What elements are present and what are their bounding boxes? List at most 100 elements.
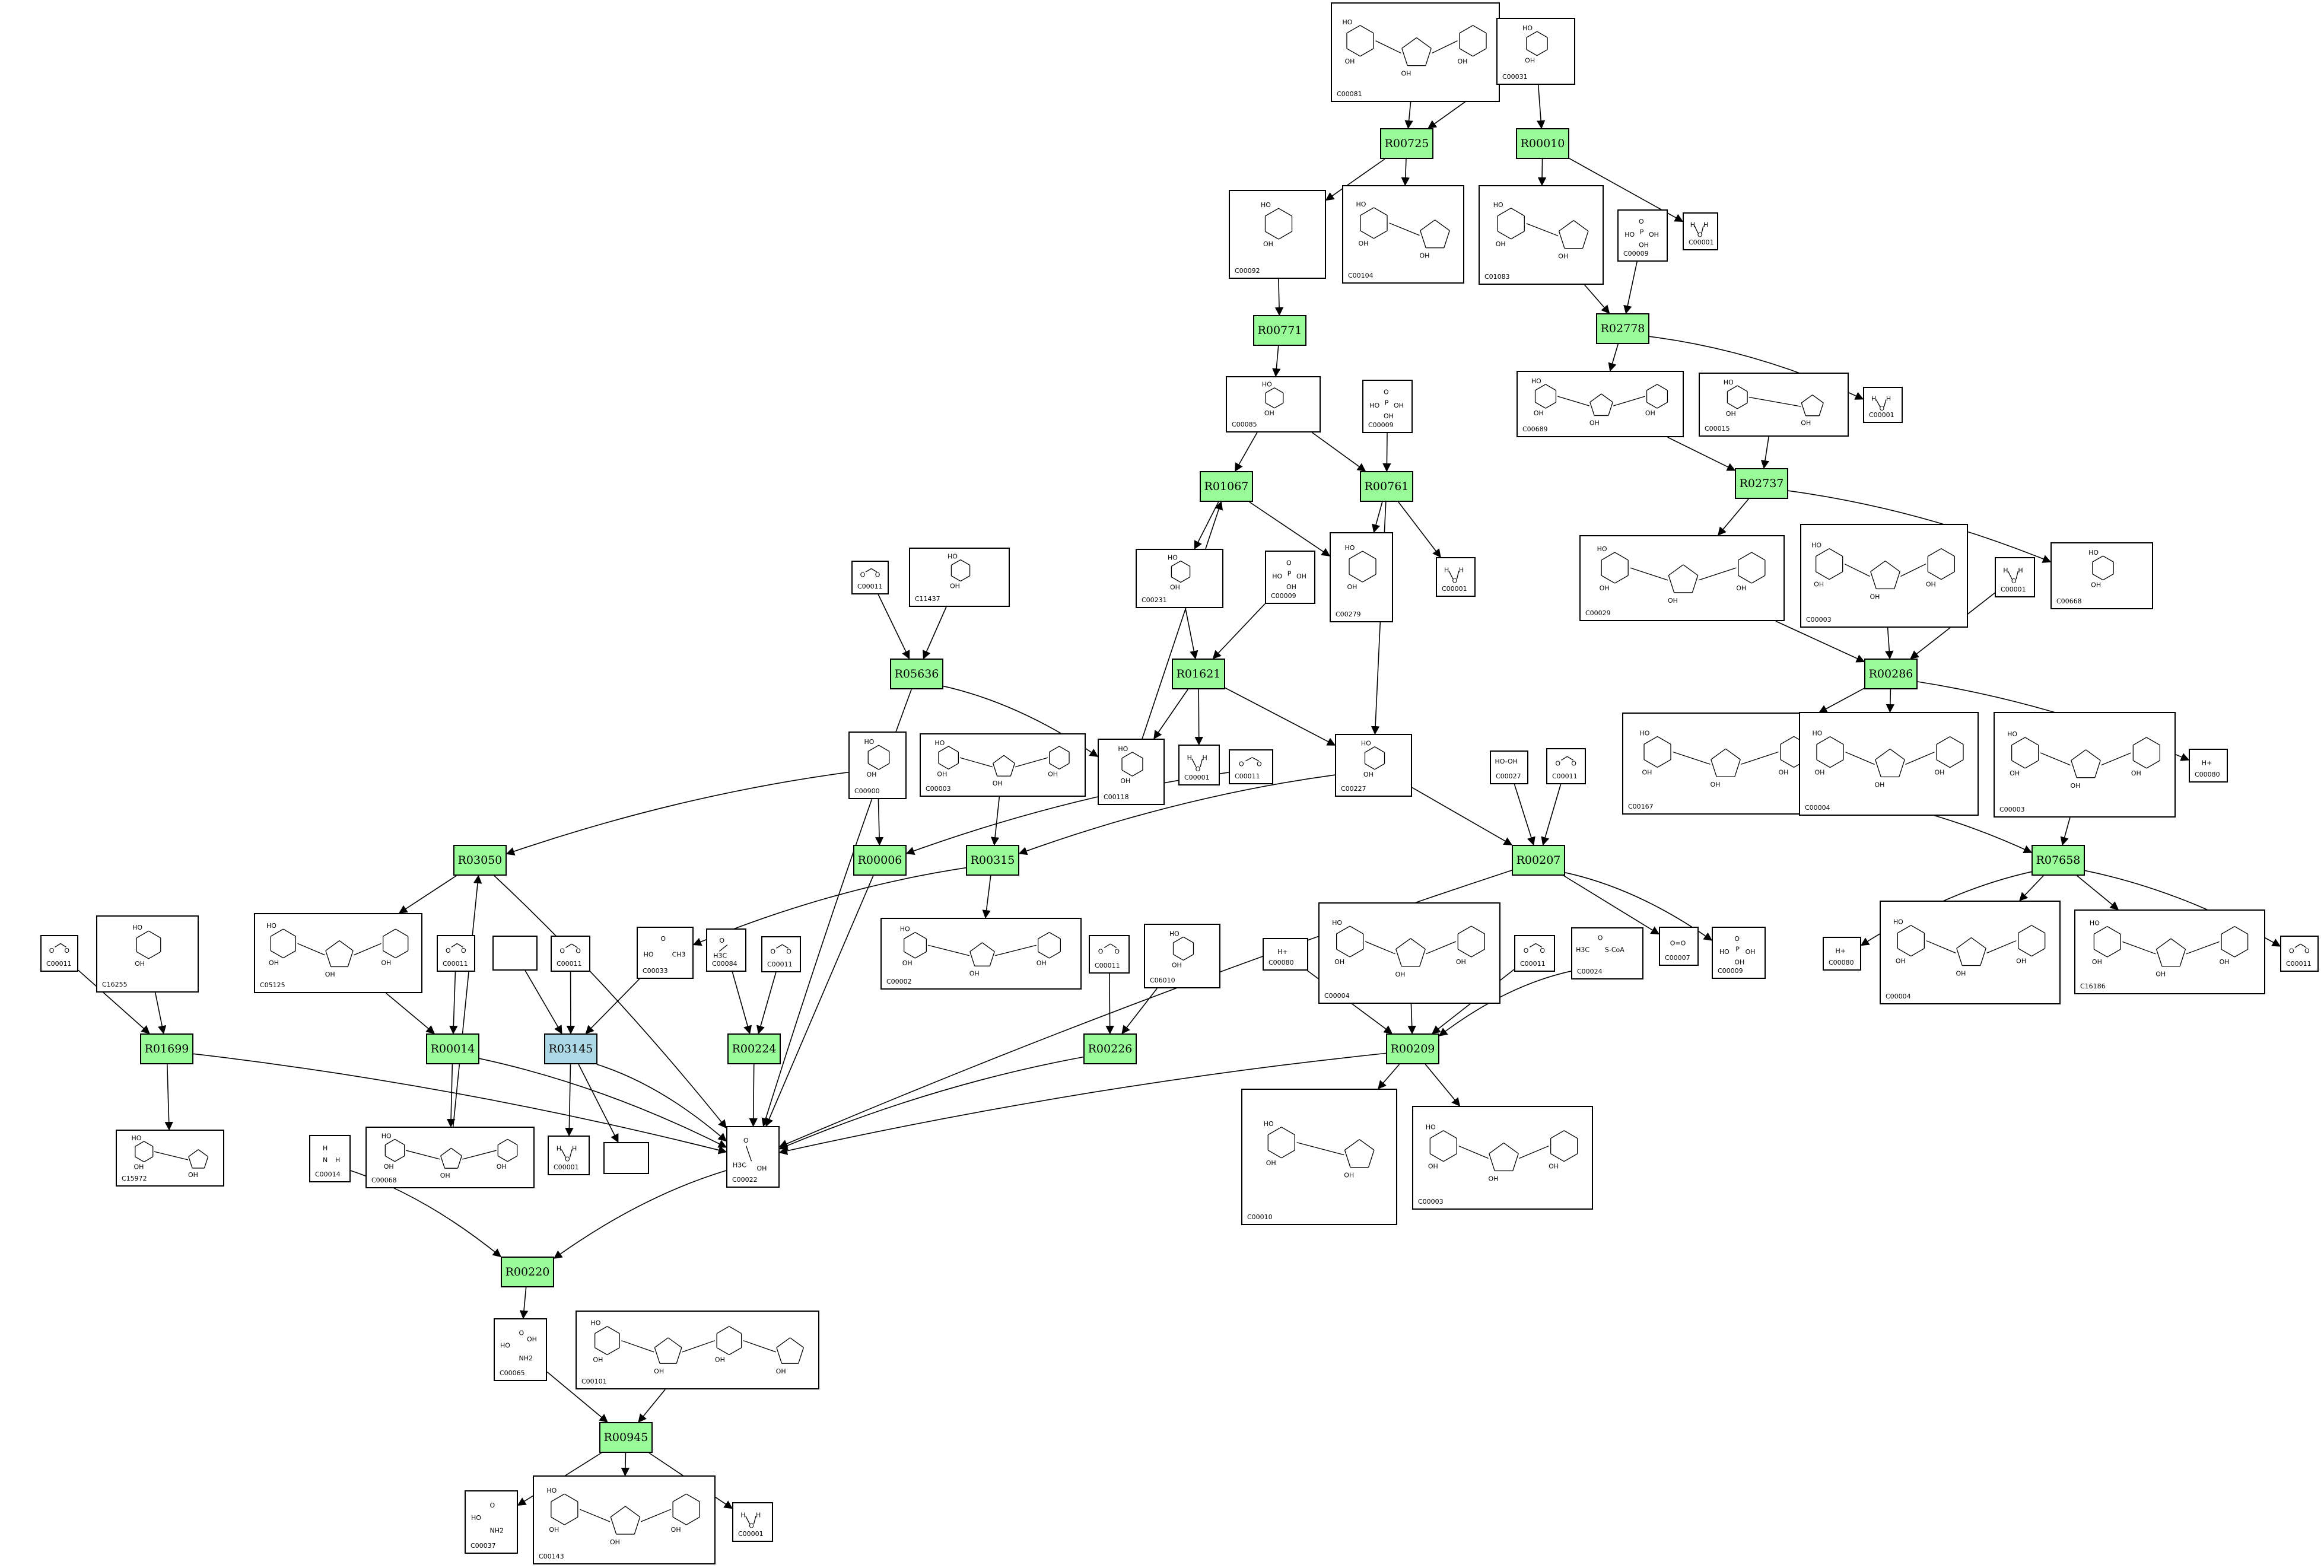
reaction-r00209[interactable]: R00209 xyxy=(1386,1033,1439,1064)
reaction-r00220[interactable]: R00220 xyxy=(501,1257,554,1287)
compound-c00080c[interactable]: H+C00080 xyxy=(1823,937,1861,971)
svg-text:H: H xyxy=(1187,754,1192,762)
reaction-r03145[interactable]: R03145 xyxy=(544,1033,597,1064)
reaction-r07658[interactable]: R07658 xyxy=(2031,845,2085,876)
reaction-r00207[interactable]: R00207 xyxy=(1512,845,1565,876)
compound-blank2[interactable] xyxy=(603,1142,649,1174)
reaction-r00761[interactable]: R00761 xyxy=(1360,471,1413,502)
reaction-r00315[interactable]: R00315 xyxy=(966,845,1019,876)
reaction-r01067[interactable]: R01067 xyxy=(1200,471,1253,502)
compound-id-label: C00001 xyxy=(1184,774,1210,781)
reaction-r00014[interactable]: R00014 xyxy=(426,1033,479,1064)
svg-text:OH: OH xyxy=(866,771,876,778)
reaction-r00010[interactable]: R00010 xyxy=(1516,128,1569,159)
compound-blank1[interactable] xyxy=(492,936,538,971)
reaction-r01621[interactable]: R01621 xyxy=(1172,659,1225,689)
reaction-r00725[interactable]: R00725 xyxy=(1380,128,1433,159)
reaction-r03050[interactable]: R03050 xyxy=(453,845,507,876)
compound-c00080a[interactable]: H+C00080 xyxy=(2189,749,2228,783)
reaction-r02778[interactable]: R02778 xyxy=(1596,313,1649,344)
reaction-r00771[interactable]: R00771 xyxy=(1253,315,1306,346)
compound-id-label: C00004 xyxy=(1324,992,1350,1000)
reaction-r00286[interactable]: R00286 xyxy=(1864,659,1918,689)
svg-text:OH: OH xyxy=(610,1538,620,1546)
reaction-r00006[interactable]: R00006 xyxy=(853,845,907,876)
reaction-r01699[interactable]: R01699 xyxy=(140,1033,193,1064)
reaction-r02737[interactable]: R02737 xyxy=(1735,468,1788,499)
compound-c00080b[interactable]: H+C00080 xyxy=(1263,938,1308,971)
reaction-r00224[interactable]: R00224 xyxy=(727,1033,781,1064)
edge-c00003b-to-r00315 xyxy=(990,796,1000,846)
reaction-r00945[interactable]: R00945 xyxy=(599,1422,653,1453)
reaction-r05636[interactable]: R05636 xyxy=(890,659,943,689)
reaction-r00226[interactable]: R00226 xyxy=(1083,1033,1137,1064)
svg-text:O: O xyxy=(1879,405,1884,412)
